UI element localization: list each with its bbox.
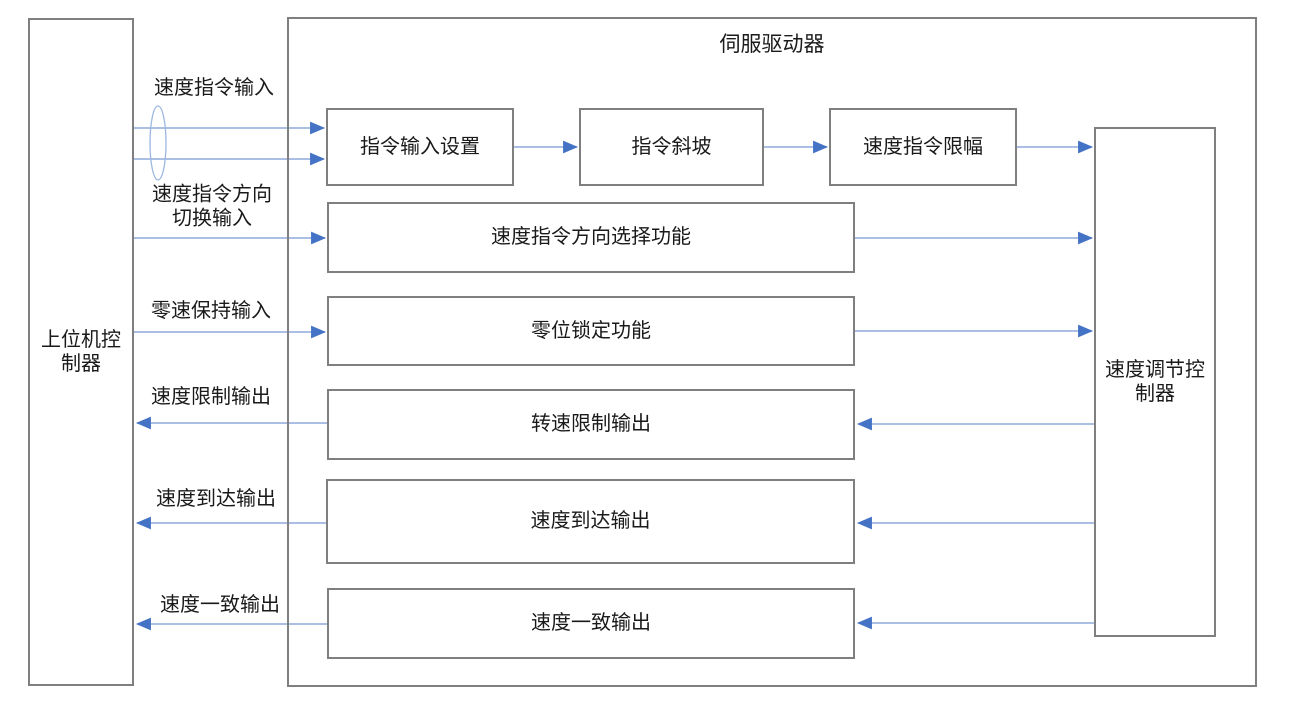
servo-driver-box — [287, 17, 1257, 687]
signal-label-zero-hold-input: 零速保持输入 — [151, 300, 271, 323]
block-cmd-input-setting-label: 指令输入设置 — [360, 135, 480, 158]
block-dir-select-function-label: 速度指令方向选择功能 — [491, 226, 691, 249]
host-controller-label: 上位机控制器 — [41, 328, 121, 375]
block-zero-lock-function-label: 零位锁定功能 — [531, 319, 651, 342]
block-zero-lock-function: 零位锁定功能 — [327, 296, 855, 366]
signal-bundle-ellipse — [149, 105, 167, 181]
block-speed-coincide-output-label: 速度一致输出 — [531, 612, 651, 635]
servo-driver-title: 伺服驱动器 — [719, 33, 825, 56]
signal-label-speed-coincide-output: 速度一致输出 — [160, 594, 280, 617]
signal-label-speed-arrival-output: 速度到达输出 — [156, 488, 276, 511]
block-cmd-ramp-label: 指令斜坡 — [631, 135, 712, 158]
signal-label-speed-cmd-input: 速度指令输入 — [154, 77, 274, 100]
block-speed-limit-output: 转速限制输出 — [327, 389, 855, 460]
signal-label-dir-switch-input: 速度指令方向切换输入 — [152, 183, 272, 229]
signal-label-speed-limit-output: 速度限制输出 — [151, 386, 271, 409]
block-dir-select-function: 速度指令方向选择功能 — [327, 202, 855, 273]
block-speed-arrival-output-label: 速度到达输出 — [530, 510, 651, 533]
block-speed-cmd-limit-label: 速度指令限幅 — [863, 135, 983, 158]
speed-regulator-label: 速度调节控制器 — [1105, 358, 1205, 405]
speed-regulator-box: 速度调节控制器 — [1094, 127, 1216, 637]
block-speed-arrival-output: 速度到达输出 — [326, 479, 855, 564]
block-speed-cmd-limit: 速度指令限幅 — [829, 108, 1017, 186]
block-speed-coincide-output: 速度一致输出 — [327, 588, 855, 659]
host-controller-box: 上位机控制器 — [28, 18, 134, 686]
block-speed-limit-output-label: 转速限制输出 — [531, 413, 651, 436]
block-cmd-ramp: 指令斜坡 — [579, 108, 764, 186]
block-cmd-input-setting: 指令输入设置 — [326, 108, 514, 186]
